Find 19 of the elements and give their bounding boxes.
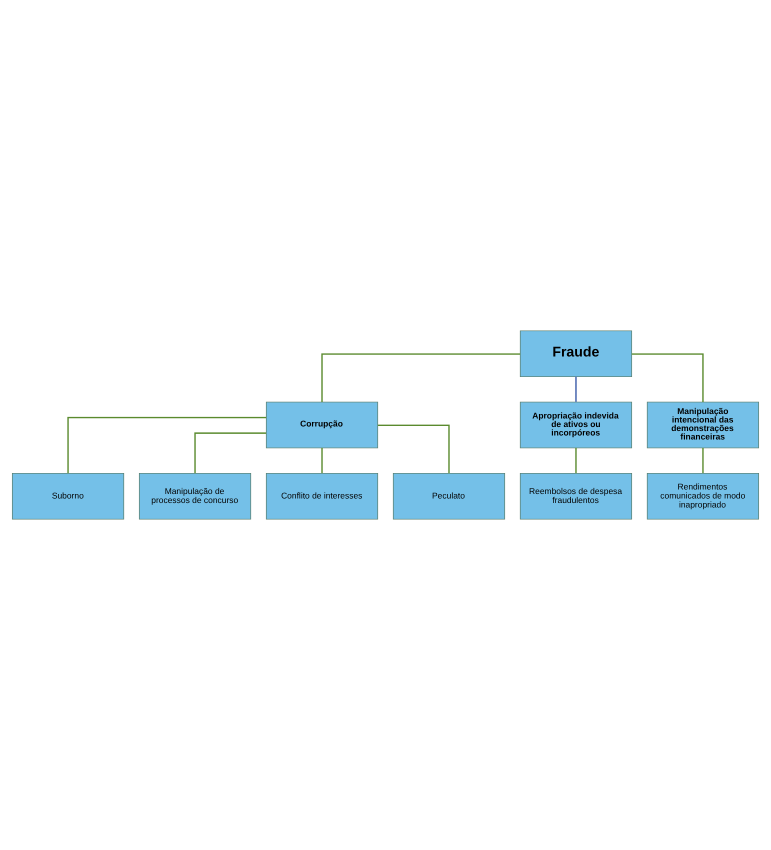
node-box: Apropriação indevida de ativos ou incorpóreos bbox=[520, 402, 632, 448]
node-box: Fraude bbox=[520, 330, 632, 378]
connector bbox=[321, 448, 323, 474]
connector bbox=[702, 448, 704, 474]
connector bbox=[67, 416, 266, 474]
connector bbox=[575, 448, 577, 474]
node-box: Manipulação de processos de concurso bbox=[138, 472, 252, 520]
connector bbox=[575, 376, 577, 402]
connector bbox=[194, 432, 266, 474]
connector bbox=[378, 424, 450, 474]
connector bbox=[632, 353, 704, 402]
node-box: Suborno bbox=[12, 472, 124, 520]
node-box: Reembolsos de despesa fraudulentos bbox=[520, 472, 632, 520]
connector bbox=[321, 353, 520, 402]
node-box: Rendimentos comunicados de modo inapropriado bbox=[646, 472, 760, 520]
node-box: Corrupção bbox=[266, 402, 378, 448]
node-box: Manipulação intencional das demonstrações financeiras bbox=[646, 402, 760, 448]
node-box: Conflito de interesses bbox=[266, 472, 378, 520]
node-box: Peculato bbox=[392, 472, 506, 520]
